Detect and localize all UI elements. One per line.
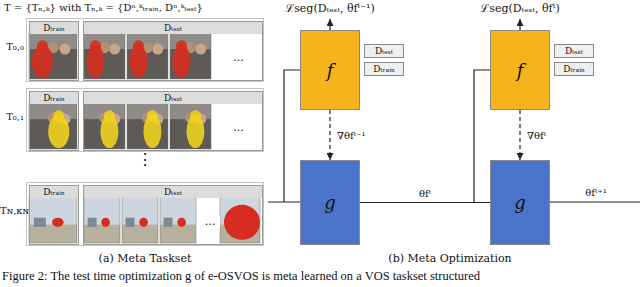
taskset-formula: T = {Tₙ,ₖ} with Tₙ,ₖ = {Dⁿ,ᵏₜᵣₐᵢₙ, Dⁿ,ᵏₜ…: [4, 1, 203, 14]
video-frame: [127, 33, 168, 79]
dataset-box: Dₜᵣₐᵢₙ: [554, 62, 594, 76]
set-heading: Dₜₑₛₜ: [84, 92, 262, 104]
gradient-arrow: [519, 110, 520, 160]
task-row: DₜᵣₐᵢₙDₜₑₛₜ...T₀,₀: [26, 18, 264, 82]
task-label: T₀,₁: [0, 111, 24, 122]
loss-label: ℒseg(Dₜₑₛₜ, θfᵗ): [480, 2, 559, 16]
video-frame: [84, 33, 125, 79]
set-heading: Dₜₑₛₜ: [84, 186, 262, 198]
dataset-label: Dₜₑₛₜ: [375, 46, 393, 56]
video-frame: [84, 103, 125, 149]
gradient-label: ∇θfᵗ: [525, 129, 548, 142]
figure-caption: Figure 2: The test time optimization g o…: [2, 269, 480, 284]
task-row: DₜᵣₐᵢₙDₜₑₛₜ...Tɴ,ᴋɴ: [26, 182, 264, 246]
output-wire: [550, 201, 640, 202]
dataset-box: Dₜₑₛₜ: [554, 44, 594, 58]
test-set-box: Dₜₑₛₜ...: [83, 21, 263, 81]
set-heading: Dₜᵣₐᵢₙ: [30, 186, 78, 198]
dataset-label: Dₜᵣₐᵢₙ: [563, 64, 585, 74]
task-label: Tɴ,ᴋɴ: [0, 205, 24, 216]
function-symbol: f: [517, 60, 524, 81]
set-heading: Dₜᵣₐᵢₙ: [30, 92, 78, 104]
loss-label: ℒseg(Dₜₑₛₜ, θfᵗ⁻¹): [285, 2, 375, 16]
dataset-box: Dₜₑₛₜ: [364, 44, 404, 58]
set-heading: Dₜᵣₐᵢₙ: [30, 22, 78, 34]
video-frame: [122, 197, 158, 243]
video-frame: [220, 197, 260, 243]
task-label: T₀,₀: [0, 41, 24, 52]
video-frame: [127, 103, 168, 149]
loss-arrow: [329, 19, 330, 30]
test-set-box: Dₜₑₛₜ...: [83, 91, 263, 151]
function-symbol: f: [327, 60, 334, 81]
video-frame: [84, 197, 120, 243]
optimizer-box: g: [490, 160, 550, 245]
parameter-label: θfᵗ: [417, 187, 433, 200]
set-heading: Dₜₑₛₜ: [84, 22, 262, 34]
dataset-box: Dₜᵣₐᵢₙ: [364, 62, 404, 76]
segmentation-model-box: f: [300, 30, 360, 110]
loss-arrow: [519, 19, 520, 30]
video-frame: [160, 197, 196, 243]
task-row: DₜᵣₐᵢₙDₜₑₛₜ...T₀,₁: [26, 88, 264, 152]
optimizer-box: g: [300, 160, 360, 245]
input-wire: [268, 70, 300, 202]
ellipsis: ...: [200, 216, 220, 228]
function-symbol: g: [324, 192, 336, 213]
train-set-box: Dₜᵣₐᵢₙ: [29, 185, 79, 245]
vertical-ellipsis: ⋮: [137, 150, 153, 169]
segmentation-model-box: f: [490, 30, 550, 110]
parameter-label: θfᵗ⁺¹: [585, 186, 606, 199]
gradient-arrow: [329, 110, 330, 160]
train-set-box: Dₜᵣₐᵢₙ: [29, 91, 79, 151]
dataset-label: Dₜᵣₐᵢₙ: [373, 64, 395, 74]
video-frame: [170, 103, 211, 149]
video-frame: [29, 33, 77, 79]
test-set-box: Dₜₑₛₜ...: [83, 185, 263, 245]
dataset-label: Dₜₑₛₜ: [565, 46, 583, 56]
train-set-box: Dₜᵣₐᵢₙ: [29, 21, 79, 81]
panel-caption: (a) Meta Taskset: [99, 252, 192, 266]
video-frame: [29, 197, 77, 243]
parameter-wire: [360, 70, 490, 203]
function-symbol: g: [514, 192, 526, 213]
panel-caption: (b) Meta Optimization: [388, 252, 511, 266]
video-frame: [170, 33, 211, 79]
ellipsis: ...: [215, 52, 262, 64]
ellipsis: ...: [215, 122, 262, 134]
gradient-label: ∇θfᵗ⁻¹: [335, 129, 367, 142]
video-frame: [29, 103, 77, 149]
video-frames: [29, 33, 260, 243]
